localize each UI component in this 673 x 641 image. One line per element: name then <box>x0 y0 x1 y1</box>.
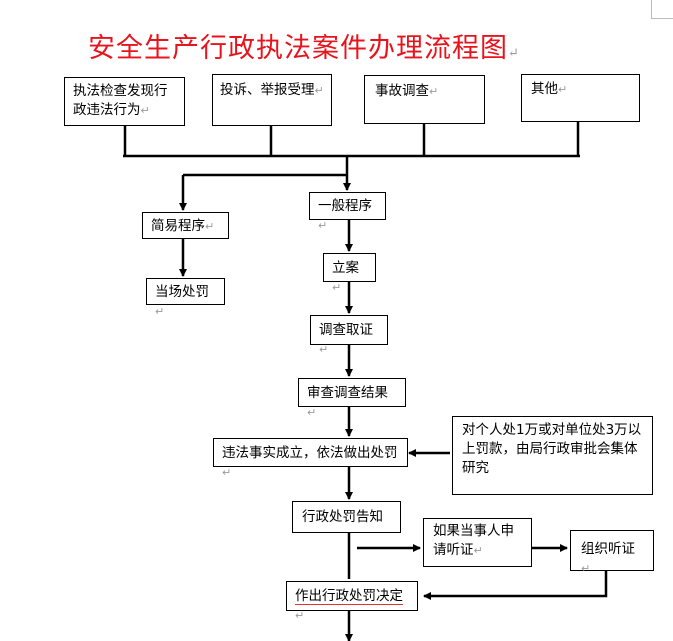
penalty-decision-box: 作出行政处罚决定↵ <box>286 581 418 622</box>
page-corner-marker <box>651 0 673 19</box>
diagram-title: 安全生产行政执法案件办理流程图↵ <box>88 33 520 64</box>
organize-hearing-box: 组织听证↵ <box>570 530 654 575</box>
line-organize-decision <box>423 571 608 600</box>
investigation-box: 调查取证↵ <box>310 315 388 356</box>
violation-established-box: 违法事实成立，依法做出处罚↵ <box>213 438 408 479</box>
simple-procedure-box: 简易程序↵ <box>142 212 229 239</box>
paragraph-mark: ↵ <box>508 46 520 61</box>
collective-review-note-box: 对个人处1万或对单位处3万以上罚款，由局行政审批会集体研究 <box>452 416 653 495</box>
general-procedure-box: 一般程序↵ <box>309 192 386 232</box>
source-box-inspection: 执法检查发现行政违法行为↵ <box>64 77 185 126</box>
review-results-box: 审查调查结果↵ <box>298 378 406 419</box>
penalty-notice-box: 行政处罚告知 <box>292 501 401 533</box>
source-box-complaint: 投诉、举报受理↵ <box>212 74 332 126</box>
source-box-other: 其他↵ <box>521 74 640 122</box>
source-box-accident: 事故调查↵ <box>364 75 485 124</box>
hearing-request-box: 如果当事人申请听证↵ <box>423 518 532 567</box>
file-case-box: 立案↵ <box>323 253 376 294</box>
on-site-penalty-box: 当场处罚↵ <box>146 278 225 318</box>
